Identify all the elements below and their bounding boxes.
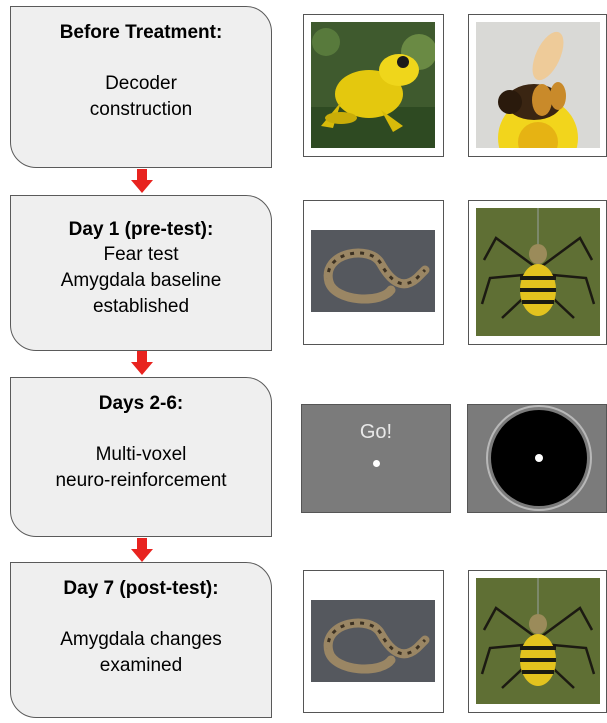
frog-photo [303, 14, 444, 157]
stage-title: Day 1 (pre-test): [11, 218, 271, 242]
down-arrow-icon [131, 169, 153, 193]
stage-box-days2-6: Days 2-6: Multi-voxel neuro-reinforcemen… [10, 377, 272, 537]
stage-box-day1: Day 1 (pre-test): Fear test Amygdala bas… [10, 195, 272, 351]
stage-line: Amygdala changes [11, 627, 271, 653]
stage-line: Fear test [11, 242, 271, 268]
spider-photo [468, 200, 607, 345]
go-screen: Go! [301, 404, 451, 513]
go-label: Go! [302, 421, 450, 444]
snake-photo [303, 570, 444, 713]
stage-line: established [11, 294, 271, 320]
stage-title: Before Treatment: [11, 21, 271, 45]
stage-line: Decoder [11, 71, 271, 97]
bee-photo [468, 14, 607, 157]
stage-line: Amygdala baseline [11, 268, 271, 294]
stage-line: examined [11, 653, 271, 679]
stage-title: Days 2-6: [11, 392, 271, 416]
stage-line: construction [11, 97, 271, 123]
snake-photo [303, 200, 444, 345]
spider-photo [468, 570, 607, 713]
stage-line: Multi-voxel [11, 442, 271, 468]
down-arrow-icon [131, 351, 153, 375]
feedback-disc [467, 404, 607, 513]
stage-box-day7: Day 7 (post-test): Amygdala changes exam… [10, 562, 272, 718]
stage-line: neuro-reinforcement [11, 468, 271, 494]
down-arrow-icon [131, 538, 153, 562]
fixation-dot [373, 460, 380, 467]
stage-title: Day 7 (post-test): [11, 577, 271, 601]
stage-box-before-treatment: Before Treatment: Decoder construction [10, 6, 272, 168]
